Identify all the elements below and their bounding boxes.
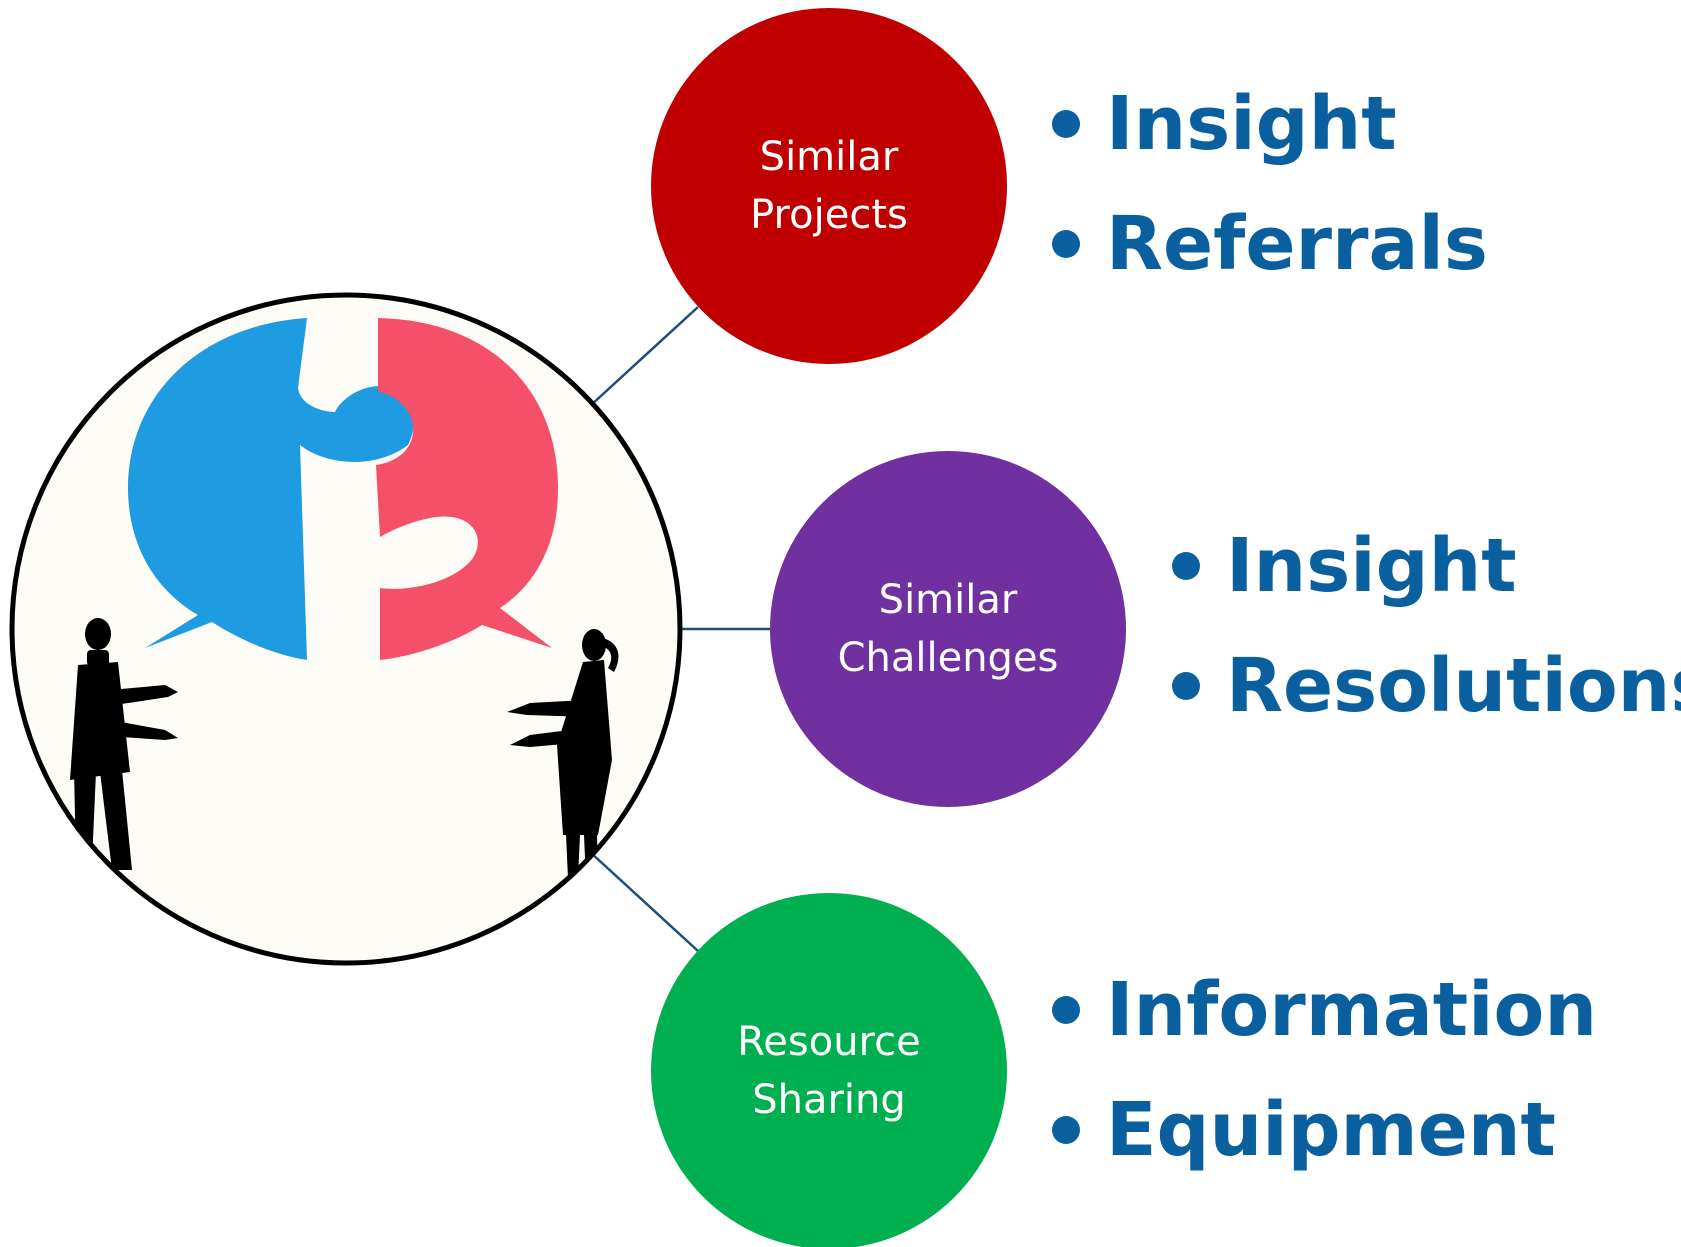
- node-similar-challenges: Similar Challenges: [770, 451, 1126, 807]
- connector-resource: [589, 851, 699, 952]
- bullet-text: Referrals: [1106, 201, 1488, 287]
- bullet-dot-icon: [1172, 552, 1200, 580]
- bullet-text: Information: [1106, 967, 1598, 1053]
- node-similar-projects: Similar Projects: [651, 8, 1007, 364]
- node-resource-sharing: Resource Sharing: [651, 893, 1007, 1247]
- woman-silhouette-icon: [507, 629, 619, 880]
- bullet-item: Information: [1052, 950, 1597, 1070]
- speech-bubble-puzzle-icon: [128, 318, 415, 660]
- node-label-line: Sharing: [752, 1077, 906, 1123]
- bullet-dot-icon: [1052, 230, 1080, 258]
- node-label-line: Challenges: [837, 635, 1059, 681]
- bullet-dot-icon: [1052, 110, 1080, 138]
- bullet-dot-icon: [1172, 672, 1200, 700]
- connector-projects: [589, 306, 699, 407]
- speech-bubble-puzzle-icon: [376, 318, 558, 660]
- bullet-text: Equipment: [1106, 1087, 1556, 1173]
- bullet-dot-icon: [1052, 1116, 1080, 1144]
- bullet-dot-icon: [1052, 996, 1080, 1024]
- bullet-list-challenges: Insight Resolutions: [1172, 506, 1681, 746]
- bullet-item: Equipment: [1052, 1070, 1597, 1190]
- node-label-line: Projects: [750, 192, 908, 238]
- bullet-text: Resolutions: [1226, 643, 1681, 729]
- bullet-item: Referrals: [1052, 184, 1488, 304]
- bullet-list-resource: Information Equipment: [1052, 950, 1597, 1190]
- bullet-item: Resolutions: [1172, 626, 1681, 746]
- bullet-item: Insight: [1052, 64, 1488, 184]
- bullet-text: Insight: [1226, 523, 1517, 609]
- bullet-item: Insight: [1172, 506, 1681, 626]
- illustration-content: [70, 318, 619, 880]
- node-label-line: Similar: [759, 134, 899, 180]
- bullet-list-projects: Insight Referrals: [1052, 64, 1488, 304]
- node-label-line: Similar: [878, 577, 1018, 623]
- node-label-line: Resource: [737, 1019, 921, 1065]
- bullet-text: Insight: [1106, 81, 1397, 167]
